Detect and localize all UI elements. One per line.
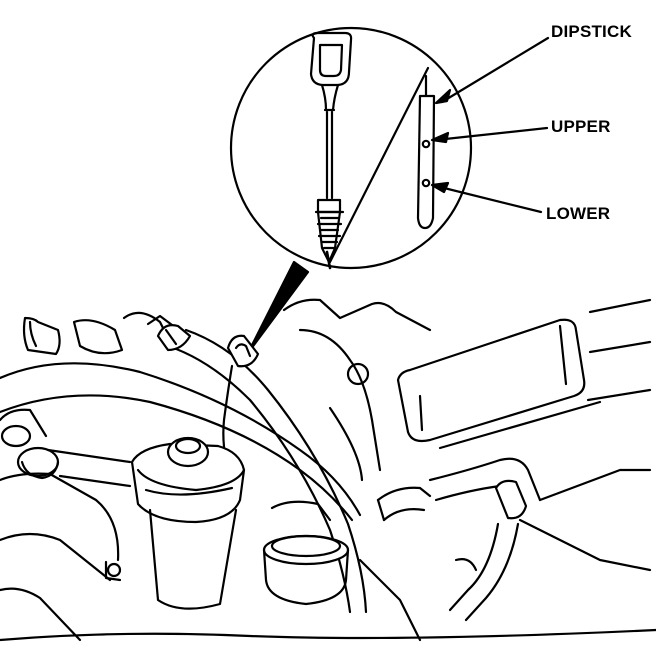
dipstick-label: DIPSTICK (551, 22, 632, 41)
reservoir (132, 438, 244, 609)
detail-magnifier (231, 28, 548, 268)
main-hose (168, 346, 350, 612)
dipstick-shaft (327, 112, 332, 198)
magnifier-pointer (248, 262, 308, 353)
lower-leader (436, 186, 541, 212)
engine-components (0, 300, 656, 640)
upper-leader (436, 128, 547, 140)
dipstick-leader (442, 38, 548, 102)
oil-filler (264, 502, 348, 604)
lower-mark (423, 180, 429, 186)
upper-label: UPPER (551, 117, 611, 136)
upper-mark (423, 141, 429, 147)
lower-label: LOWER (546, 204, 611, 223)
dipstick-tube-handle (228, 336, 258, 367)
dipstick-handle-icon (311, 33, 351, 85)
dipstick-blade (418, 76, 434, 228)
detail-circle (231, 28, 471, 268)
